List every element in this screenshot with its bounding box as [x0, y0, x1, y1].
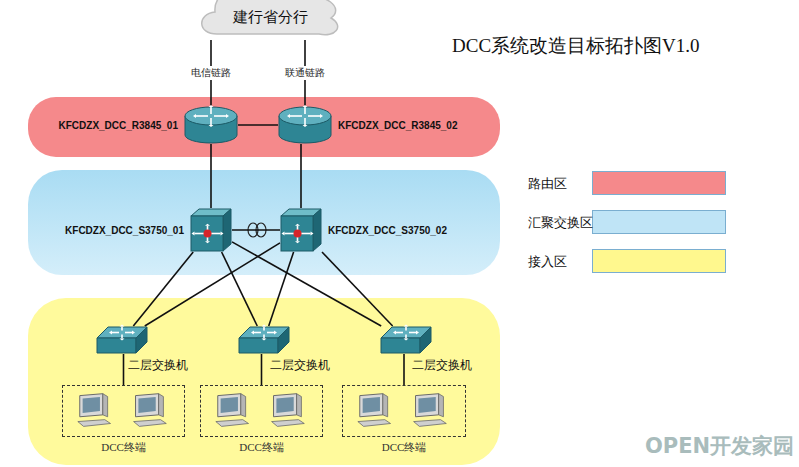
network-link — [300, 144, 302, 208]
legend-swatch — [592, 210, 726, 234]
device-label: DCC终端 — [239, 440, 284, 455]
cloud-label: 建行省分行 — [233, 8, 308, 27]
network-link — [232, 242, 381, 326]
network-link — [322, 252, 393, 326]
device-label: DCC终端 — [382, 440, 427, 455]
device-label: DCC终端 — [101, 440, 146, 455]
term-icon — [63, 386, 184, 436]
legend-swatch — [592, 249, 726, 273]
pc-icon — [414, 394, 447, 427]
core-icon — [190, 208, 232, 252]
network-link — [145, 243, 280, 326]
device-label: KFCDZX_DCC_S3750_01 — [65, 225, 184, 236]
watermark: OPEN开发家园 — [645, 432, 794, 460]
router-icon — [184, 106, 238, 144]
device-label: 二层交换机 — [412, 357, 472, 374]
device-label: 二层交换机 — [128, 357, 188, 374]
pc-icon — [272, 394, 305, 427]
link-label: 电信链路 — [189, 66, 233, 80]
legend-text: 汇聚交换区 — [528, 214, 593, 232]
device-label: KFCDZX_DCC_R3845_01 — [59, 120, 179, 131]
network-link — [269, 252, 294, 326]
access-switch-node: 二层交换机 — [238, 326, 290, 354]
core-switch-node: KFCDZX_DCC_S3750_01 — [190, 208, 232, 252]
router-node: KFCDZX_DCC_R3845_01 — [184, 106, 238, 144]
l2-icon — [380, 326, 432, 354]
terminal-group: DCC终端 — [62, 385, 185, 437]
network-link — [261, 354, 263, 385]
device-label: KFCDZX_DCC_R3845_02 — [338, 120, 458, 131]
pc-icon — [134, 394, 167, 427]
diagram-title: DCC系统改造目标拓扑图V1.0 — [452, 33, 700, 59]
l2-icon — [96, 326, 148, 354]
access-switch-node: 二层交换机 — [96, 326, 148, 354]
cloud-node: 建行省分行 — [195, 0, 345, 40]
network-link — [238, 124, 278, 126]
term-icon — [201, 386, 322, 436]
router-icon — [278, 106, 332, 144]
legend-swatch — [592, 171, 726, 195]
access-band — [28, 298, 500, 465]
network-link — [222, 252, 258, 326]
core-icon — [280, 208, 322, 252]
terminal-group: DCC终端 — [200, 385, 323, 437]
network-link — [232, 229, 280, 231]
term-icon — [343, 386, 465, 436]
access-switch-node: 二层交换机 — [380, 326, 432, 354]
pc-icon — [78, 394, 111, 427]
device-label: KFCDZX_DCC_S3750_02 — [328, 225, 447, 236]
device-label: 二层交换机 — [270, 357, 330, 374]
link-label: 联通链路 — [283, 66, 327, 80]
network-link — [403, 354, 405, 385]
l2-icon — [238, 326, 290, 354]
router-node: KFCDZX_DCC_R3845_02 — [278, 106, 332, 144]
pc-icon — [358, 394, 391, 427]
core-switch-node: KFCDZX_DCC_S3750_02 — [280, 208, 322, 252]
network-link — [210, 144, 212, 208]
network-link — [123, 354, 125, 385]
routing-band — [28, 97, 500, 157]
legend-text: 接入区 — [528, 253, 567, 271]
legend-text: 路由区 — [528, 175, 567, 193]
pc-icon — [216, 394, 249, 427]
terminal-group: DCC终端 — [342, 385, 466, 437]
